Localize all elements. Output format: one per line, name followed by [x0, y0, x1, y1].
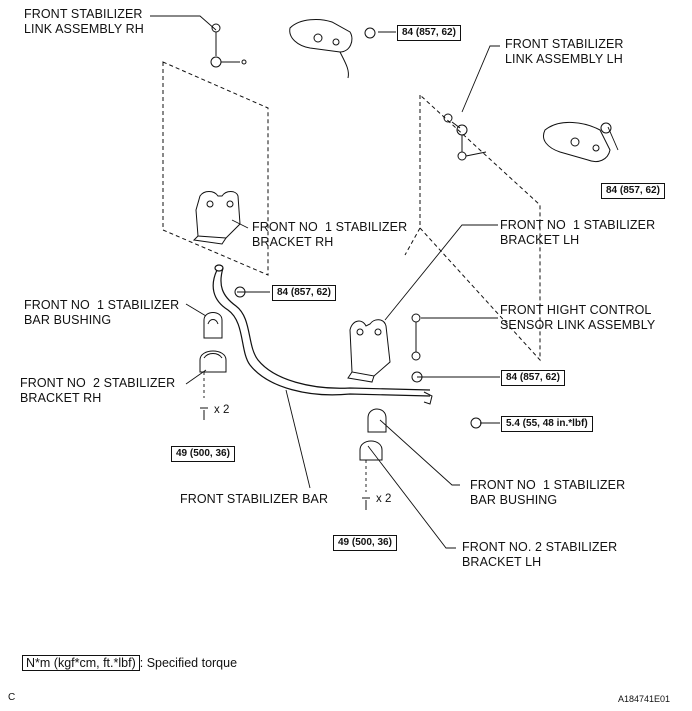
label-stabilizer-bar: FRONT STABILIZER BAR — [180, 492, 329, 506]
label-bushing-rh: FRONT NO 1 STABILIZER BAR BUSHING — [24, 298, 180, 327]
legend-unit-box: N*m (kgf*cm, ft.*lbf) — [22, 655, 140, 671]
label-bushing-lh: FRONT NO 1 STABILIZER BAR BUSHING — [470, 478, 626, 507]
torque-bracket-lh: 84 (857, 62) — [501, 370, 565, 386]
label-link-lh: FRONT STABILIZER LINK ASSEMBLY LH — [505, 37, 624, 66]
footer-figure-id: A184741E01 — [618, 694, 671, 704]
stabilizer-bar — [212, 264, 431, 397]
label-bracket2-lh: FRONT NO. 2 STABILIZER BRACKET LH — [462, 540, 618, 569]
torque-bracket-rh: 84 (857, 62) — [272, 285, 336, 301]
link-lh-part — [443, 113, 487, 161]
label-bracket1-lh: FRONT NO 1 STABILIZER BRACKET LH — [500, 218, 656, 247]
leader-lines — [150, 15, 619, 549]
bolt-axis-lines — [203, 372, 367, 492]
knuckle-lh-part — [543, 122, 612, 163]
label-link-rh: FRONT STABILIZER LINK ASSEMBLY RH — [24, 7, 144, 36]
link-rh-part — [210, 23, 247, 68]
torque-sensor: 5.4 (55, 48 in.*lbf) — [501, 416, 593, 432]
bracket1-rh-part — [192, 191, 246, 298]
torque-link-rh: 84 (857, 62) — [397, 25, 461, 41]
bracket2-lh-part — [359, 440, 383, 510]
qty-rh: x 2 — [214, 404, 230, 416]
torque-bolt-rh: 49 (500, 36) — [171, 446, 235, 462]
qty-lh: x 2 — [376, 493, 392, 505]
legend-description: : Specified torque — [139, 656, 238, 670]
bracket2-rh-part — [199, 350, 227, 420]
phantom-frame-lh — [404, 93, 541, 362]
torque-legend: N*m (kgf*cm, ft.*lbf): Specified torque — [22, 655, 238, 671]
torque-link-lh: 84 (857, 62) — [601, 183, 665, 199]
footer-left: C — [8, 692, 16, 703]
bushing-lh-part — [367, 408, 387, 433]
knuckle-rh-part — [289, 19, 376, 79]
label-hight-sensor: FRONT HIGHT CONTROL SENSOR LINK ASSEMBLY — [500, 303, 656, 332]
bushing-rh-part — [203, 312, 223, 339]
label-bracket2-rh: FRONT NO 2 STABILIZER BRACKET RH — [20, 376, 176, 405]
phantom-frame-rh — [162, 61, 269, 276]
hight-sensor-link-part — [411, 313, 482, 429]
bracket1-lh-part — [347, 319, 391, 383]
label-bracket1-rh: FRONT NO 1 STABILIZER BRACKET RH — [252, 220, 408, 249]
torque-bolt-lh: 49 (500, 36) — [333, 535, 397, 551]
